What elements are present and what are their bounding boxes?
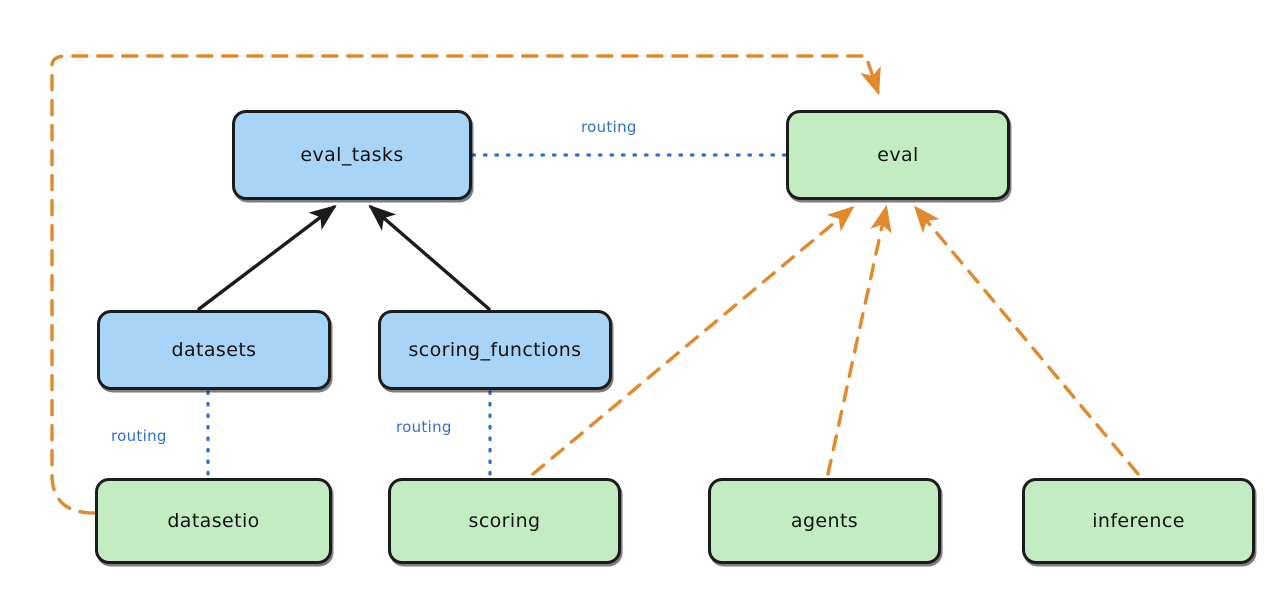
node-eval-tasks[interactable]: eval_tasks [232,110,472,200]
node-datasetio[interactable]: datasetio [95,478,332,564]
node-scoring[interactable]: scoring [388,478,621,564]
node-label: datasetio [167,510,260,532]
edge-label-routing-eval-tasks: routing [578,118,640,136]
edge-label-routing-scoring: routing [393,418,455,436]
inherit-edges [197,204,491,311]
node-inference[interactable]: inference [1022,478,1255,564]
node-datasets[interactable]: datasets [97,310,331,390]
node-label: scoring [468,510,541,532]
node-scoring-functions[interactable]: scoring_functions [378,310,612,390]
edge-agents-to-eval [826,204,892,476]
node-label: datasets [171,339,257,361]
node-eval[interactable]: eval [786,110,1010,200]
node-label: eval [877,144,919,166]
edge-inference-to-eval [913,205,1140,476]
edge-label-routing-datasets: routing [108,427,170,445]
node-agents[interactable]: agents [708,478,941,564]
edge-scoring-to-eval [531,205,855,476]
routing-edges [206,153,787,479]
node-label: agents [790,510,859,532]
edge-datasets-to-eval-tasks [197,204,337,311]
edge-datasetio-to-eval [50,54,881,515]
node-label: scoring_functions [408,339,582,361]
edge-scoring-functions-to-eval-tasks [368,204,491,311]
node-label: inference [1092,510,1185,532]
dependency-edges [50,54,1140,515]
node-label: eval_tasks [300,144,404,166]
